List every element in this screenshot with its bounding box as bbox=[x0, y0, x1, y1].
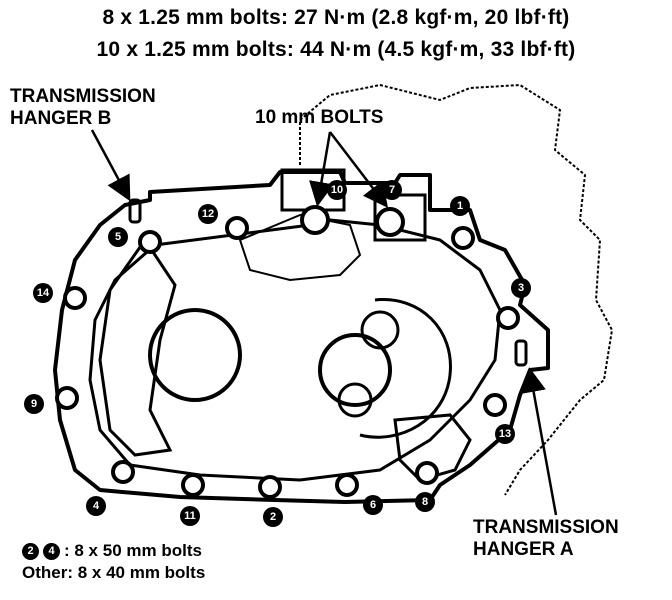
legend-badge-4: 4 bbox=[43, 542, 60, 560]
bolt-hole bbox=[63, 286, 87, 310]
legend-badge-2: 2 bbox=[22, 542, 39, 560]
bolt-badge-13: 13 bbox=[495, 424, 515, 444]
lower-right-pocket bbox=[393, 413, 472, 482]
svg-text:5: 5 bbox=[115, 231, 121, 243]
bolt-badge-14: 14 bbox=[33, 283, 53, 303]
legend-row-50mm: 2 4 : 8 x 50 mm bolts bbox=[22, 540, 205, 562]
leader-10mm-right bbox=[329, 131, 389, 208]
leader-hanger-a bbox=[521, 367, 558, 516]
bolt-badge-6: 6 bbox=[363, 495, 383, 515]
bolt-badge-12: 12 bbox=[198, 204, 218, 224]
bolt-badge-4: 4 bbox=[86, 496, 106, 516]
left-shaft-bore bbox=[148, 308, 242, 402]
bolt-badge-5: 5 bbox=[108, 227, 128, 247]
upper-center-web bbox=[238, 213, 362, 282]
label-transmission-hanger-a: TRANSMISSION HANGER A bbox=[473, 517, 619, 561]
left-pocket bbox=[98, 237, 177, 457]
bolt-badge-2: 2 bbox=[263, 507, 283, 527]
svg-text:13: 13 bbox=[499, 428, 511, 440]
bolt-hole-10mm bbox=[375, 207, 405, 237]
bolt-badge-8: 8 bbox=[415, 492, 435, 512]
bolt-legend: 2 4 : 8 x 50 mm bolts Other: 8 x 40 mm b… bbox=[22, 540, 205, 584]
hanger-b-slot bbox=[128, 198, 142, 224]
bolt-hole bbox=[496, 306, 520, 330]
hanger-b-line2: HANGER B bbox=[10, 108, 112, 129]
svg-text:10: 10 bbox=[331, 184, 343, 196]
svg-text:9: 9 bbox=[31, 398, 37, 410]
leader-hanger-b bbox=[90, 129, 131, 202]
svg-text:1: 1 bbox=[457, 200, 463, 212]
differential-housing-curve bbox=[359, 298, 452, 439]
bolt-badge-11: 11 bbox=[180, 506, 200, 526]
bolt-badge-10: 10 bbox=[327, 180, 347, 200]
right-shaft-bore bbox=[318, 333, 392, 407]
right-small-bore-a bbox=[360, 310, 400, 350]
svg-text:2: 2 bbox=[270, 511, 276, 523]
svg-text:6: 6 bbox=[370, 499, 376, 511]
bolt-hole-10mm bbox=[300, 205, 330, 235]
hanger-a-line1: TRANSMISSION bbox=[473, 517, 619, 538]
svg-text:14: 14 bbox=[37, 287, 50, 299]
legend-50mm-text: : 8 x 50 mm bolts bbox=[64, 541, 202, 560]
svg-text:4: 4 bbox=[93, 500, 100, 512]
bolt-badge-1: 1 bbox=[450, 196, 470, 216]
bolt-hole bbox=[335, 473, 359, 497]
label-10mm-bolts: 10 mm BOLTS bbox=[255, 107, 384, 128]
bolt-hole bbox=[55, 386, 79, 410]
bolt-hole bbox=[181, 473, 205, 497]
bolt-hole bbox=[415, 461, 439, 485]
hanger-a-slot bbox=[514, 339, 528, 367]
svg-text:3: 3 bbox=[518, 282, 524, 294]
hanger-b-line1: TRANSMISSION bbox=[10, 86, 156, 107]
right-small-bore-b bbox=[337, 382, 373, 418]
svg-text:8: 8 bbox=[422, 496, 428, 508]
bolt-badge-3: 3 bbox=[511, 278, 531, 298]
legend-row-40mm: Other: 8 x 40 mm bolts bbox=[22, 562, 205, 584]
svg-text:7: 7 bbox=[389, 184, 395, 196]
svg-text:11: 11 bbox=[184, 510, 196, 522]
bolt-hole bbox=[483, 393, 507, 417]
torque-spec-10mm: 10 x 1.25 mm bolts: 44 N·m (4.5 kgf·m, 3… bbox=[96, 38, 576, 61]
engine-block-outline bbox=[299, 83, 614, 496]
leader-10mm-left bbox=[309, 131, 334, 207]
bolt-hole bbox=[258, 475, 282, 499]
bolt-badge-7: 7 bbox=[382, 180, 402, 200]
bolt-badge-9: 9 bbox=[24, 394, 44, 414]
legend-40mm-text: Other: 8 x 40 mm bolts bbox=[22, 563, 206, 582]
bolt-hole bbox=[138, 230, 162, 254]
torque-spec-8mm: 8 x 1.25 mm bolts: 27 N·m (2.8 kgf·m, 20… bbox=[102, 6, 570, 29]
bolt-hole bbox=[451, 226, 475, 250]
bolt-hole bbox=[111, 460, 135, 484]
bolt-hole bbox=[225, 216, 249, 240]
svg-text:12: 12 bbox=[202, 208, 214, 220]
hanger-a-line2: HANGER A bbox=[473, 539, 574, 560]
label-transmission-hanger-b: TRANSMISSION HANGER B bbox=[10, 86, 156, 130]
